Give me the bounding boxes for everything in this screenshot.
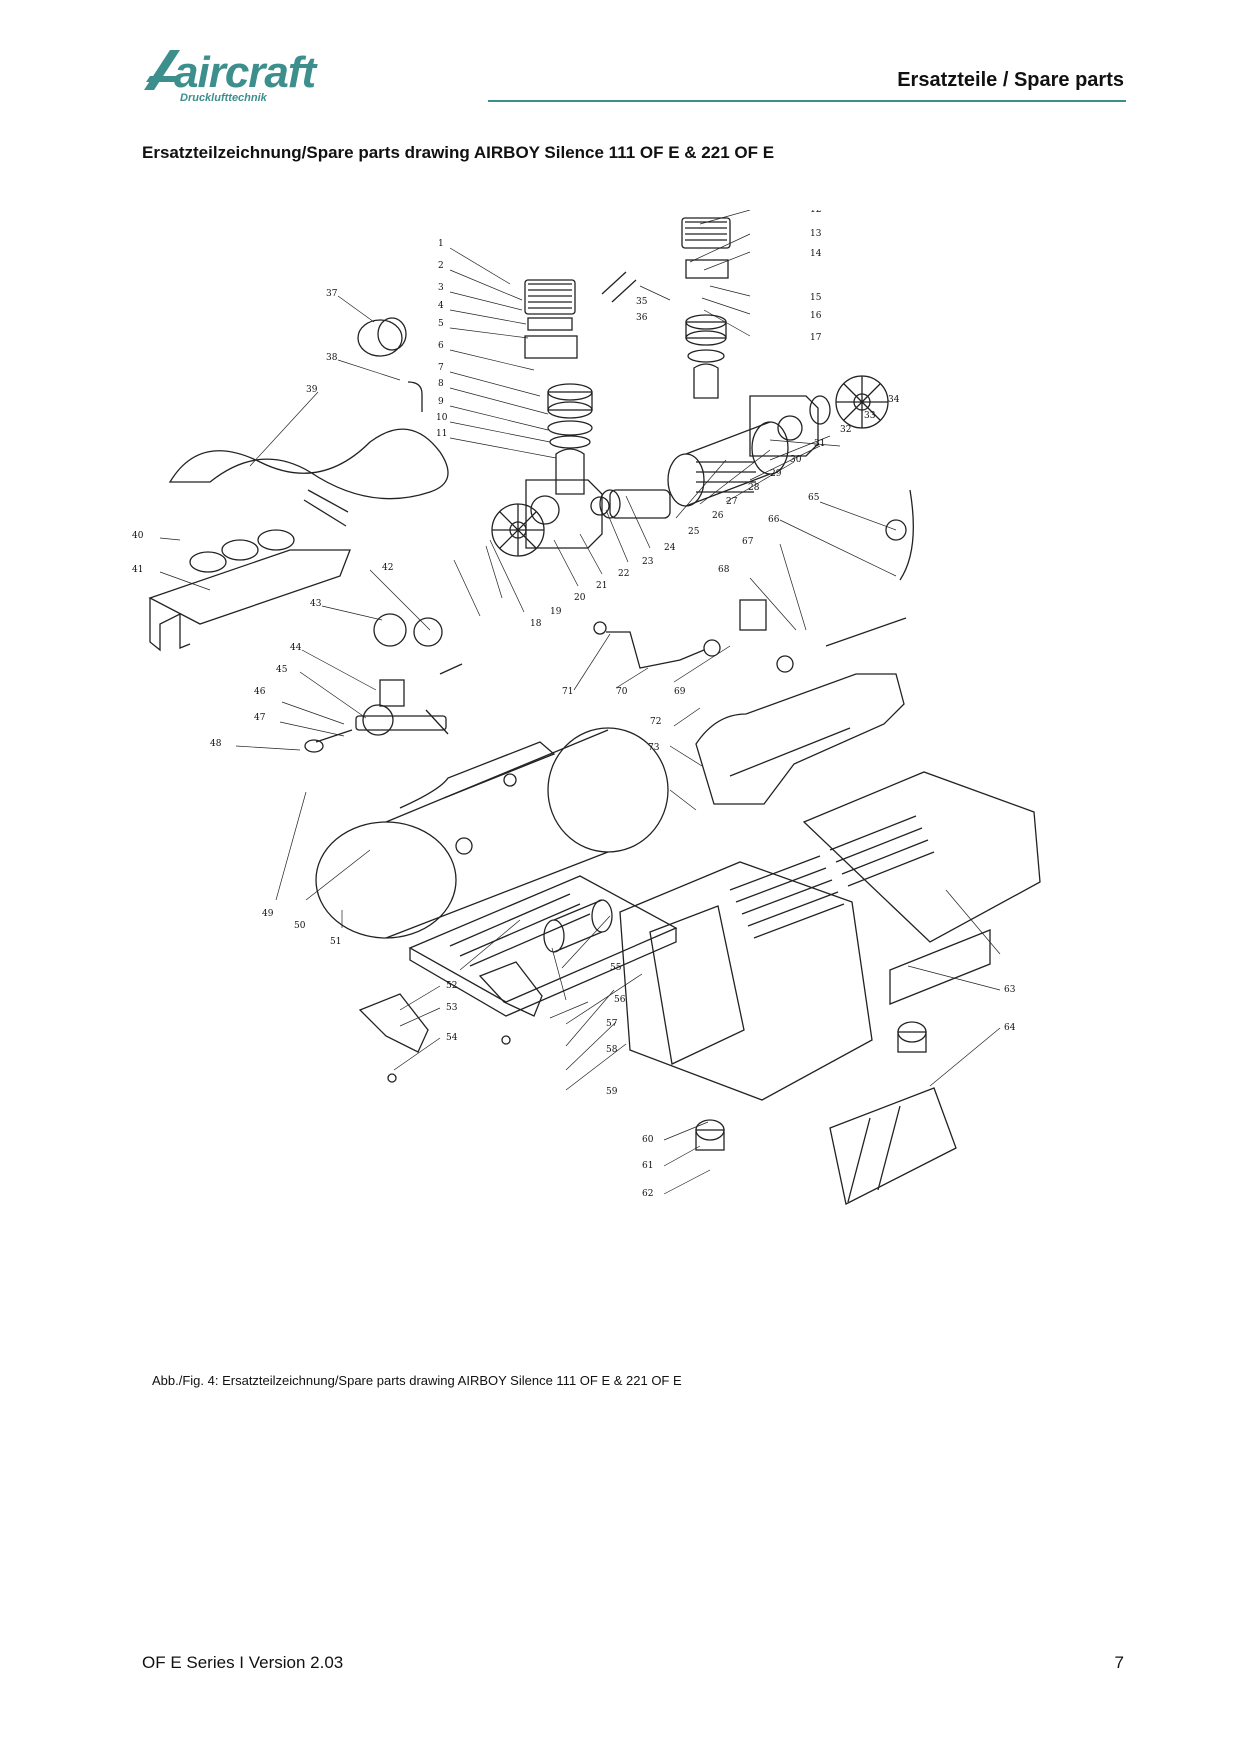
callout-2: 2 [438,261,444,271]
callout-40: 40 [132,531,144,541]
callout-10: 10 [436,413,448,423]
callout-9: 9 [438,397,444,407]
callout-26: 26 [712,511,724,521]
callout-6: 6 [438,341,444,351]
callout-33: 33 [864,411,876,421]
callout-57: 57 [606,1019,618,1029]
callout-54: 54 [446,1033,458,1043]
page-heading: Ersatzteilzeichnung/Spare parts drawing … [142,143,775,162]
callout-8: 8 [438,379,444,389]
callout-60: 60 [642,1135,654,1145]
callout-24: 24 [664,543,676,553]
callout-14: 14 [810,249,822,259]
callout-22: 22 [618,569,629,579]
callout-42: 42 [382,563,393,573]
callout-73: 73 [648,743,660,753]
callout-53: 53 [446,1003,458,1013]
callout-67: 67 [742,537,754,547]
callout-66: 66 [768,515,780,525]
callout-44: 44 [290,643,302,653]
callout-19: 19 [550,607,562,617]
callout-45: 45 [276,665,288,675]
callout-50: 50 [294,921,306,931]
leader-lines [159,210,1001,1195]
callout-62: 62 [642,1189,653,1199]
callout-64: 64 [1004,1023,1016,1033]
callout-37: 37 [326,289,338,299]
callout-17: 17 [810,333,822,343]
callout-65: 65 [808,493,820,503]
footer-page-number: 7 [1114,1653,1124,1672]
callout-70: 70 [616,687,628,697]
callout-63: 63 [1004,985,1016,995]
callout-1: 1 [438,239,444,249]
callout-52: 52 [446,981,457,991]
callout-68: 68 [718,565,730,575]
callout-21: 21 [596,581,607,591]
callout-39: 39 [306,385,318,395]
callout-30: 30 [790,455,802,465]
callout-12: 12 [810,210,821,215]
callout-5: 5 [438,319,444,329]
callout-20: 20 [574,593,586,603]
callout-34: 34 [888,395,900,405]
callout-72: 72 [650,717,661,727]
callout-71: 71 [562,687,573,697]
logo-tagline: Drucklufttechnik [180,92,267,104]
callout-15: 15 [810,293,822,303]
callout-69: 69 [674,687,686,697]
logo-mark-icon [144,50,180,90]
callout-4: 4 [438,301,444,311]
callout-43: 43 [310,599,322,609]
aircraft-logo: aircraft Drucklufttechnik [140,46,380,108]
callout-59: 59 [606,1087,618,1097]
header-rule [488,100,1126,102]
figure-caption: Abb./Fig. 4: Ersatzteilzeichnung/Spare p… [152,1373,682,1388]
callout-11: 11 [436,429,447,439]
callout-18: 18 [530,619,542,629]
callout-36: 36 [636,313,648,323]
callout-55: 55 [610,963,622,973]
callout-46: 46 [254,687,266,697]
callout-29: 29 [770,469,782,479]
callout-61: 61 [642,1161,653,1171]
callout-38: 38 [326,353,338,363]
spare-parts-drawing: 1 2 3 4 5 6 7 8 9 10 11 12 13 14 15 16 1… [132,210,1041,1205]
callout-28: 28 [748,483,760,493]
header-title: Ersatzteile / Spare parts [897,69,1124,91]
callout-48: 48 [210,739,222,749]
callout-7: 7 [438,363,444,373]
callout-labels: 1 2 3 4 5 6 7 8 9 10 11 12 13 14 15 16 1… [132,210,1016,1199]
callout-25: 25 [688,527,700,537]
callout-56: 56 [614,995,626,1005]
callout-49: 49 [262,909,274,919]
callout-16: 16 [810,311,822,321]
callout-3: 3 [438,283,444,293]
callout-27: 27 [726,497,738,507]
callout-13: 13 [810,229,822,239]
callout-47: 47 [254,713,266,723]
callout-23: 23 [642,557,654,567]
callout-58: 58 [606,1045,618,1055]
callout-41: 41 [132,565,143,575]
callout-35: 35 [636,297,648,307]
callout-32: 32 [840,425,851,435]
callout-51: 51 [330,937,341,947]
callout-31: 31 [814,439,825,449]
logo-wordmark: aircraft [174,48,316,97]
footer-version: OF E Series I Version 2.03 [142,1653,344,1672]
drawing-parts [148,217,1041,1205]
